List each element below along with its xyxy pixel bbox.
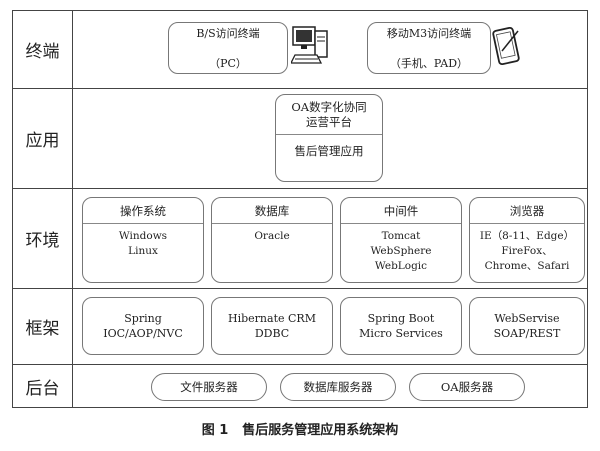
database-box: 数据库 Oracle bbox=[211, 197, 333, 283]
db-server-pill: 数据库服务器 bbox=[280, 373, 396, 401]
oa-platform-box: OA数字化协同 运营平台 售后管理应用 bbox=[275, 94, 383, 182]
row-label-backend: 后台 bbox=[13, 365, 73, 407]
middleware-body: Tomcat WebSphere WebLogic bbox=[341, 224, 461, 274]
oa-platform-line1: OA数字化协同 bbox=[276, 100, 382, 115]
webservise-text: WebServise SOAP/REST bbox=[494, 311, 561, 341]
middleware-title: 中间件 bbox=[341, 198, 461, 219]
figure-caption: 图 1 售后服务管理应用系统架构 bbox=[0, 419, 600, 438]
browser-body: IE（8-11、Edge） FireFox、 Chrome、Safari bbox=[470, 224, 584, 274]
row-label-terminal: 终端 bbox=[13, 11, 73, 88]
os-body: Windows Linux bbox=[83, 224, 203, 259]
oa-platform-line2: 运营平台 bbox=[276, 115, 382, 130]
pc-terminal-line2: （PC） bbox=[196, 56, 259, 71]
tablet-pen-icon bbox=[492, 25, 522, 67]
row-label-application: 应用 bbox=[13, 89, 73, 188]
figure-number: 图 1 bbox=[202, 423, 229, 438]
mobile-terminal-line1: 移动M3访问终端 bbox=[387, 26, 471, 41]
webservise-box: WebServise SOAP/REST bbox=[469, 297, 585, 355]
pc-terminal-line1: B/S访问终端 bbox=[196, 26, 259, 41]
database-title: 数据库 bbox=[212, 198, 332, 219]
row-application: 应用 OA数字化协同 运营平台 售后管理应用 bbox=[13, 89, 587, 189]
row-terminal: 终端 B/S访问终端 （PC） 移动M3访问终端 bbox=[13, 11, 587, 89]
row-framework: 框架 Spring IOC/AOP/NVC Hibernate CRM DDBC… bbox=[13, 289, 587, 365]
springboot-box: Spring Boot Micro Services bbox=[340, 297, 462, 355]
middleware-box: 中间件 Tomcat WebSphere WebLogic bbox=[340, 197, 462, 283]
browser-box: 浏览器 IE（8-11、Edge） FireFox、 Chrome、Safari bbox=[469, 197, 585, 283]
oa-server-pill: OA服务器 bbox=[409, 373, 525, 401]
os-box: 操作系统 Windows Linux bbox=[82, 197, 204, 283]
architecture-diagram: 终端 B/S访问终端 （PC） 移动M3访问终端 bbox=[12, 10, 588, 408]
spring-text: Spring IOC/AOP/NVC bbox=[103, 311, 183, 341]
spring-box: Spring IOC/AOP/NVC bbox=[82, 297, 204, 355]
row-backend: 后台 文件服务器 数据库服务器 OA服务器 bbox=[13, 365, 587, 407]
browser-title: 浏览器 bbox=[470, 198, 584, 219]
mobile-terminal-box: 移动M3访问终端 （手机、PAD） bbox=[367, 22, 491, 74]
row-environment: 环境 操作系统 Windows Linux 数据库 Oracle 中间件 Tom… bbox=[13, 189, 587, 289]
database-body: Oracle bbox=[212, 224, 332, 244]
row-label-framework: 框架 bbox=[13, 289, 73, 364]
hibernate-box: Hibernate CRM DDBC bbox=[211, 297, 333, 355]
mobile-terminal-line2: （手机、PAD） bbox=[387, 56, 471, 71]
aftersales-app-label: 售后管理应用 bbox=[276, 135, 382, 159]
file-server-pill: 文件服务器 bbox=[151, 373, 267, 401]
os-title: 操作系统 bbox=[83, 198, 203, 219]
hibernate-text: Hibernate CRM DDBC bbox=[228, 311, 316, 341]
row-label-environment: 环境 bbox=[13, 189, 73, 288]
desktop-pc-icon bbox=[291, 25, 333, 69]
springboot-text: Spring Boot Micro Services bbox=[359, 311, 443, 341]
pc-terminal-box: B/S访问终端 （PC） bbox=[168, 22, 288, 74]
figure-title: 售后服务管理应用系统架构 bbox=[242, 423, 398, 438]
